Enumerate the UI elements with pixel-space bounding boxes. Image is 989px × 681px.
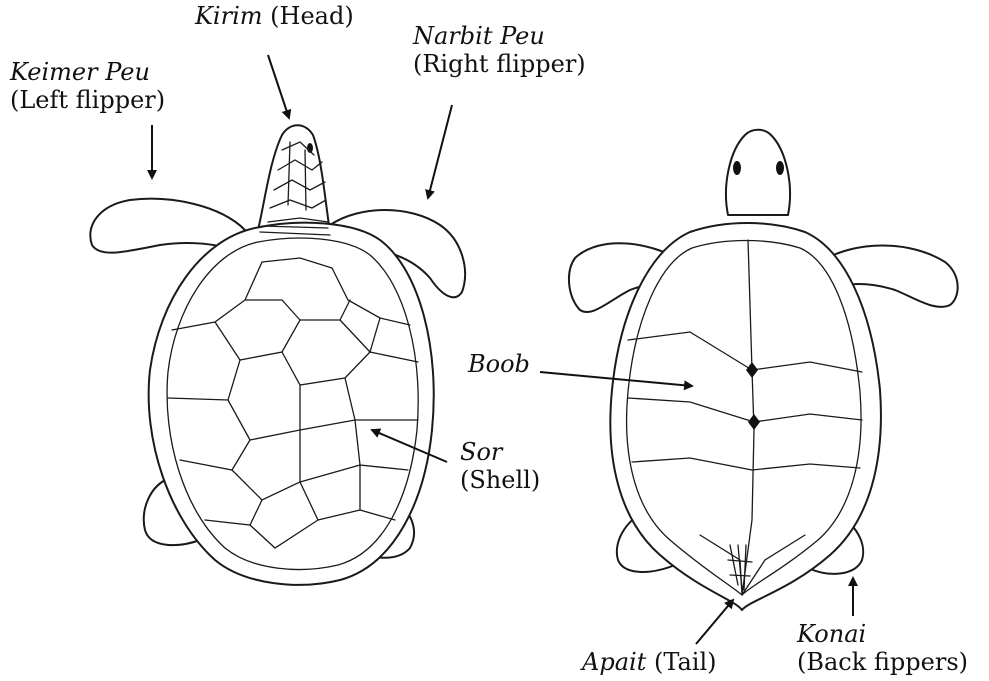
label-head-gloss: (Head) <box>270 2 354 30</box>
turtle-bottom-view <box>569 130 958 610</box>
label-left-flipper: Keimer Peu (Left flipper) <box>10 58 165 114</box>
label-tail-gloss: (Tail) <box>654 648 717 676</box>
label-head-term: Kirim <box>195 2 263 30</box>
arrow-right-flipper <box>428 105 452 198</box>
label-tail: Apait (Tail) <box>582 648 717 676</box>
label-right-flipper: Narbit Peu (Right flipper) <box>413 22 586 78</box>
label-back-flippers-gloss: (Back fippers) <box>797 648 968 676</box>
arrow-head <box>268 55 289 118</box>
label-belly: Boob <box>468 350 530 378</box>
label-head: Kirim (Head) <box>195 2 354 30</box>
carapace-outline <box>149 223 434 585</box>
label-shell: Sor (Shell) <box>460 438 540 494</box>
label-tail-term: Apait <box>582 648 646 676</box>
turtle-top-view <box>90 125 465 585</box>
label-left-flipper-gloss: (Left flipper) <box>10 86 165 114</box>
label-shell-gloss: (Shell) <box>460 466 540 494</box>
arrow-tail <box>696 600 733 644</box>
label-back-flippers-term: Konai <box>797 620 968 648</box>
label-left-flipper-term: Keimer Peu <box>10 58 165 86</box>
head-shape <box>258 125 330 232</box>
label-right-flipper-gloss: (Right flipper) <box>413 50 586 78</box>
label-back-flippers: Konai (Back fippers) <box>797 620 968 676</box>
label-right-flipper-term: Narbit Peu <box>413 22 586 50</box>
label-shell-term: Sor <box>460 438 540 466</box>
